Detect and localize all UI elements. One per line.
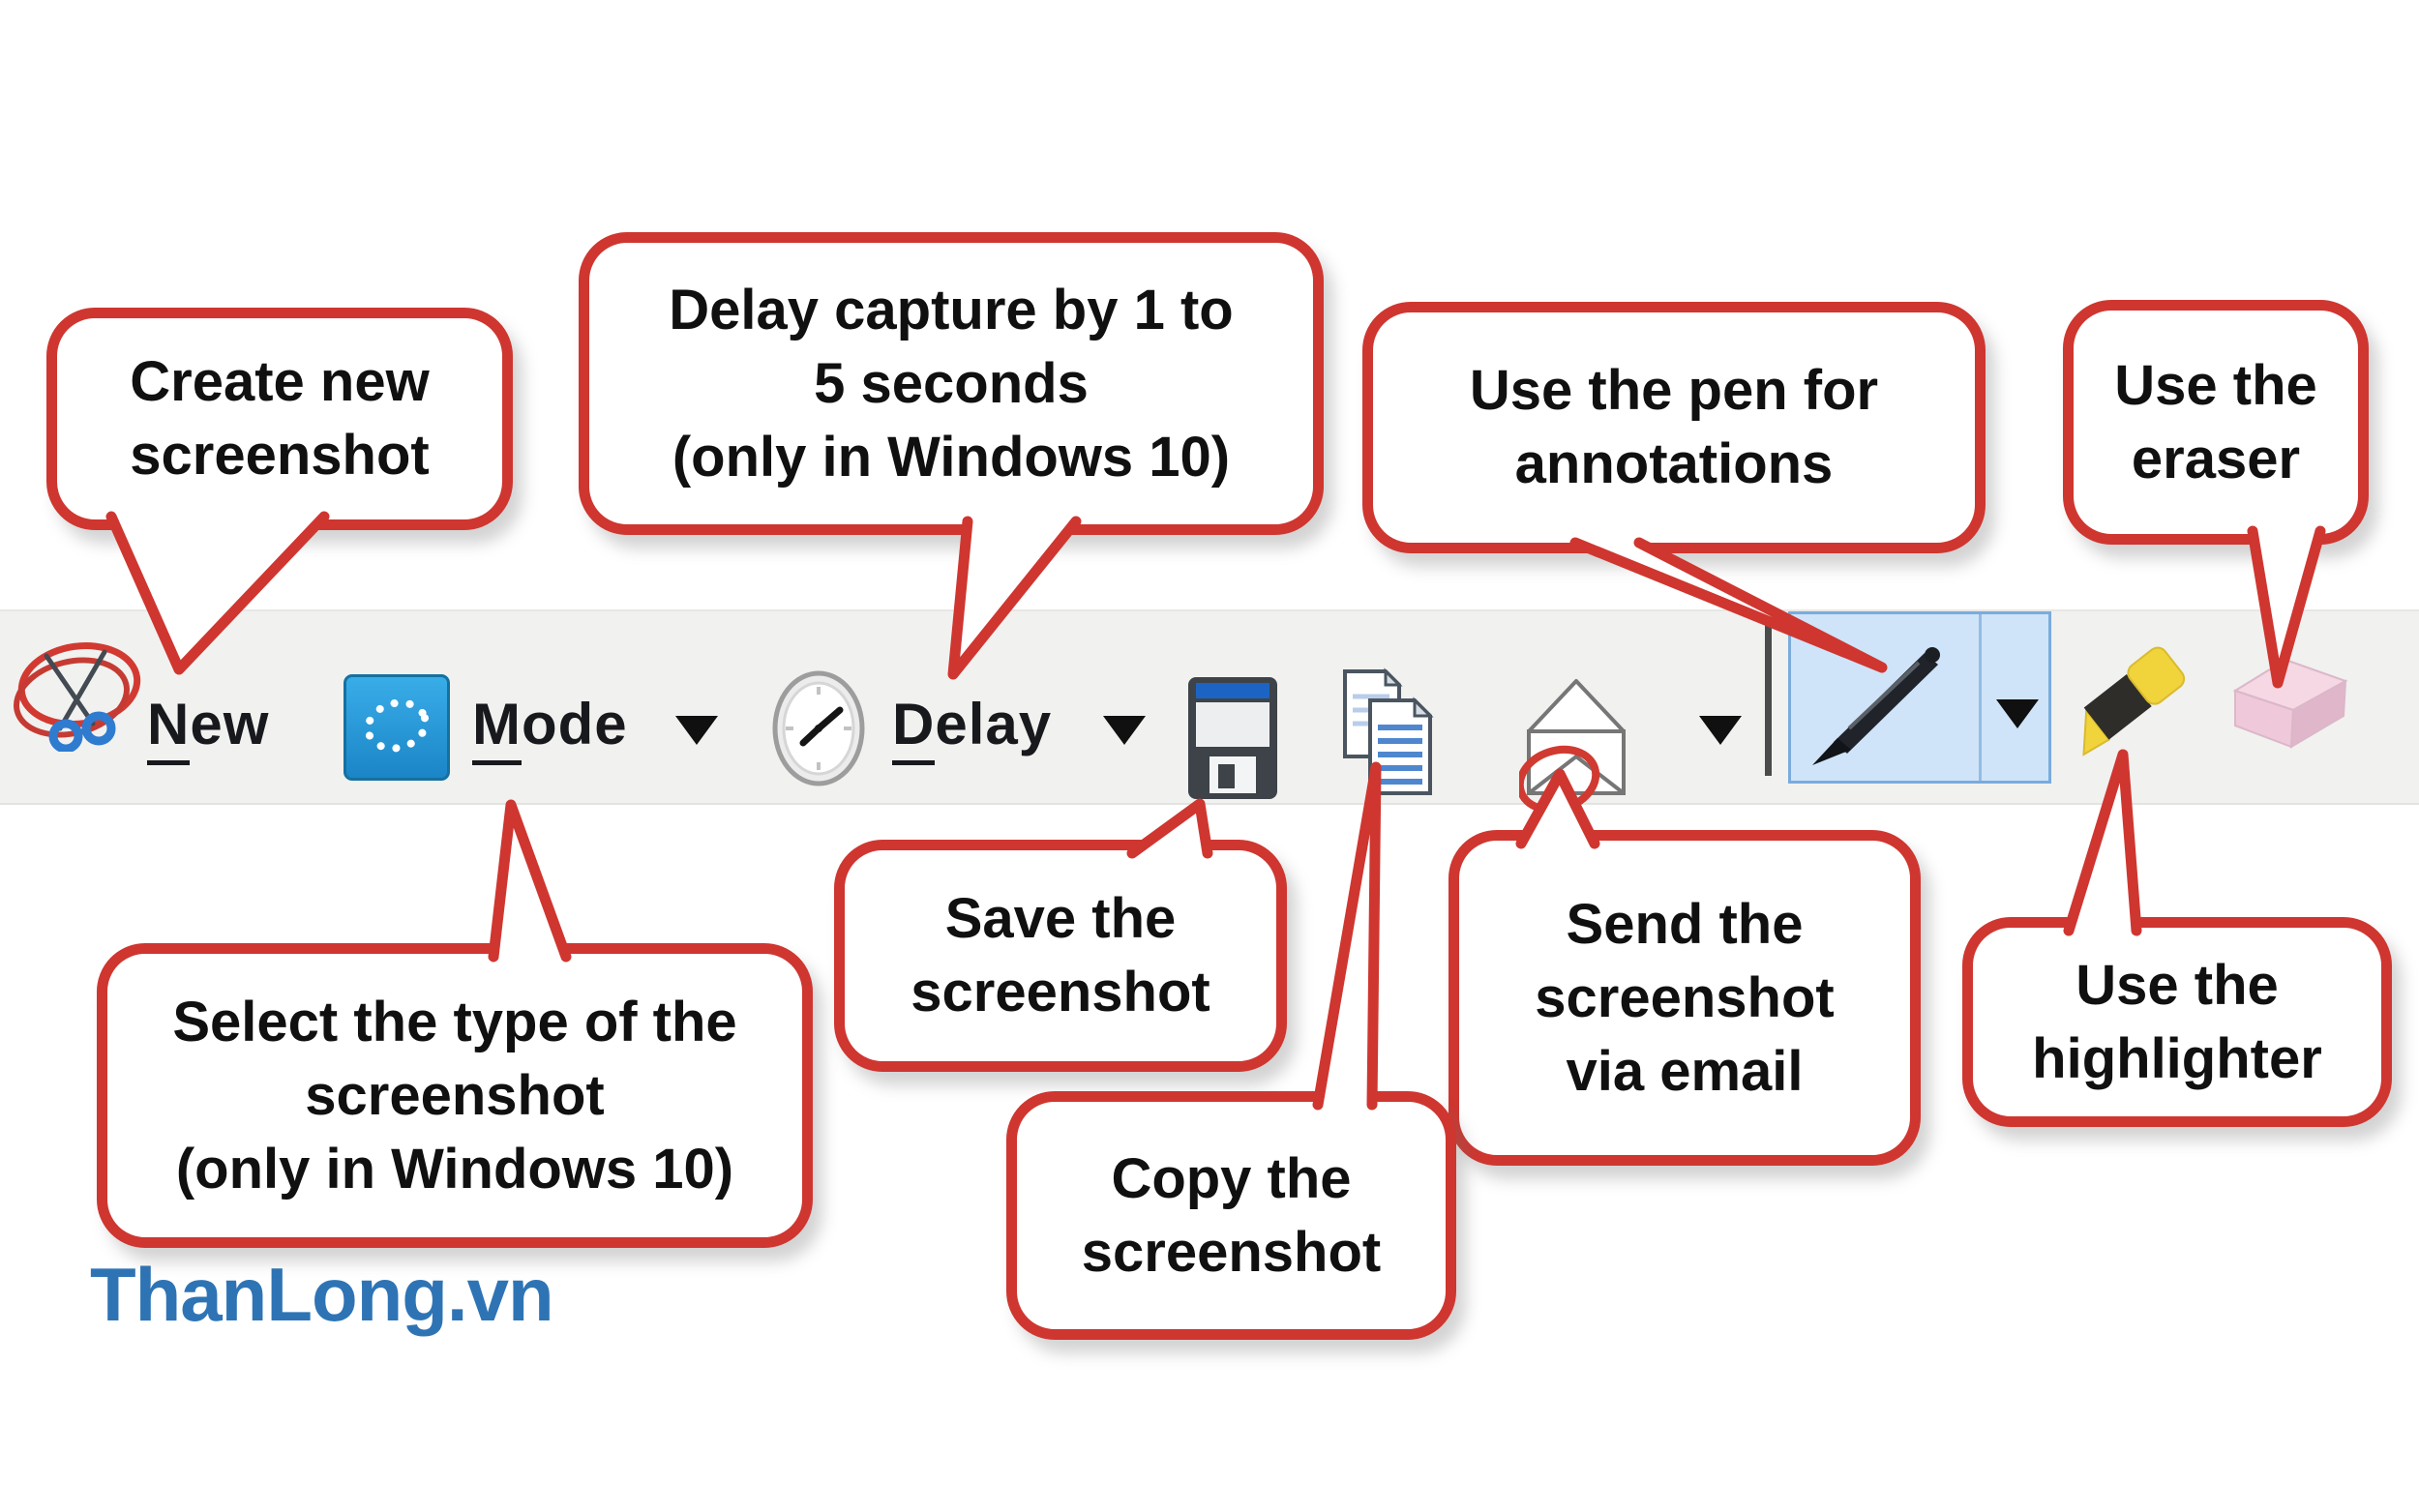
callout-highlighter: Use the highlighter (1962, 917, 2392, 1127)
pen-split-divider (1979, 614, 1982, 781)
freeform-selection-icon[interactable] (343, 674, 450, 781)
mode-label-underline: M (472, 691, 522, 765)
new-label: ew (190, 692, 270, 756)
callout-text: (only in Windows 10) (175, 1137, 734, 1201)
callout-save: Save the screenshot (834, 840, 1287, 1072)
callout-text: Use the (2114, 353, 2317, 417)
callout-text: screenshot (1081, 1220, 1382, 1284)
callout-email: Send the screenshot via email (1448, 830, 1921, 1166)
callout-text: Use the (2076, 953, 2279, 1017)
copy-pages-icon[interactable] (1341, 667, 1436, 799)
clock-icon[interactable] (772, 669, 865, 787)
callout-text: screenshot (305, 1063, 605, 1127)
mode-label: ode (521, 692, 628, 756)
pen-button[interactable] (1788, 611, 2051, 784)
tail-mode (488, 799, 572, 963)
callout-copy: Copy the screenshot (1006, 1091, 1456, 1340)
eraser-icon[interactable] (2227, 646, 2353, 755)
callout-text: screenshot (911, 961, 1210, 1023)
callout-text: screenshot (1535, 965, 1835, 1029)
mode-dropdown-arrow-icon[interactable] (675, 716, 718, 745)
envelope-icon[interactable] (1519, 667, 1633, 817)
callout-text: via email (1566, 1039, 1804, 1103)
mode-button[interactable]: Mode (472, 691, 628, 765)
callout-text: (only in Windows 10) (672, 425, 1231, 489)
delay-label: elay (935, 692, 1053, 756)
callout-eraser: Use the eraser (2063, 300, 2369, 545)
callout-delay: Delay capture by 1 to 5 seconds (only in… (579, 232, 1324, 535)
callout-text: Send the (1566, 892, 1804, 956)
floppy-disk-icon[interactable] (1188, 677, 1277, 799)
delay-label-underline: D (892, 691, 936, 765)
new-button[interactable]: New (147, 691, 269, 765)
callout-text: Delay capture by 1 to (669, 278, 1234, 341)
tail-copy (1312, 761, 1382, 1111)
freeform-dots (364, 698, 430, 753)
watermark: ThanLong.vn (90, 1252, 554, 1337)
callout-text: highlighter (2032, 1026, 2322, 1090)
callout-mode: Select the type of the screenshot (only … (97, 943, 813, 1248)
delay-button[interactable]: Delay (892, 691, 1052, 765)
callout-text: Copy the (1111, 1146, 1352, 1210)
highlighter-icon[interactable] (2059, 627, 2190, 777)
callout-text: Save the (944, 887, 1177, 950)
pen-icon (1812, 647, 1940, 765)
callout-text: Use the pen for (1469, 359, 1879, 422)
callout-pen: Use the pen for annotations (1362, 302, 1986, 553)
callout-text: Select the type of the (172, 990, 737, 1053)
callout-text: Create new (130, 350, 430, 413)
new-label-underline: N (147, 691, 191, 765)
scissors-icon[interactable] (10, 631, 145, 752)
email-dropdown-arrow-icon[interactable] (1699, 716, 1742, 745)
callout-create-new: Create new screenshot (46, 308, 513, 530)
callout-text: eraser (2131, 427, 2301, 490)
callout-text: annotations (1514, 432, 1834, 495)
toolbar-separator (1765, 619, 1772, 776)
callout-text: screenshot (130, 424, 430, 487)
delay-dropdown-arrow-icon[interactable] (1103, 716, 1146, 745)
pen-dropdown-arrow-icon[interactable] (1996, 699, 2039, 728)
callout-text: 5 seconds (814, 351, 1089, 415)
